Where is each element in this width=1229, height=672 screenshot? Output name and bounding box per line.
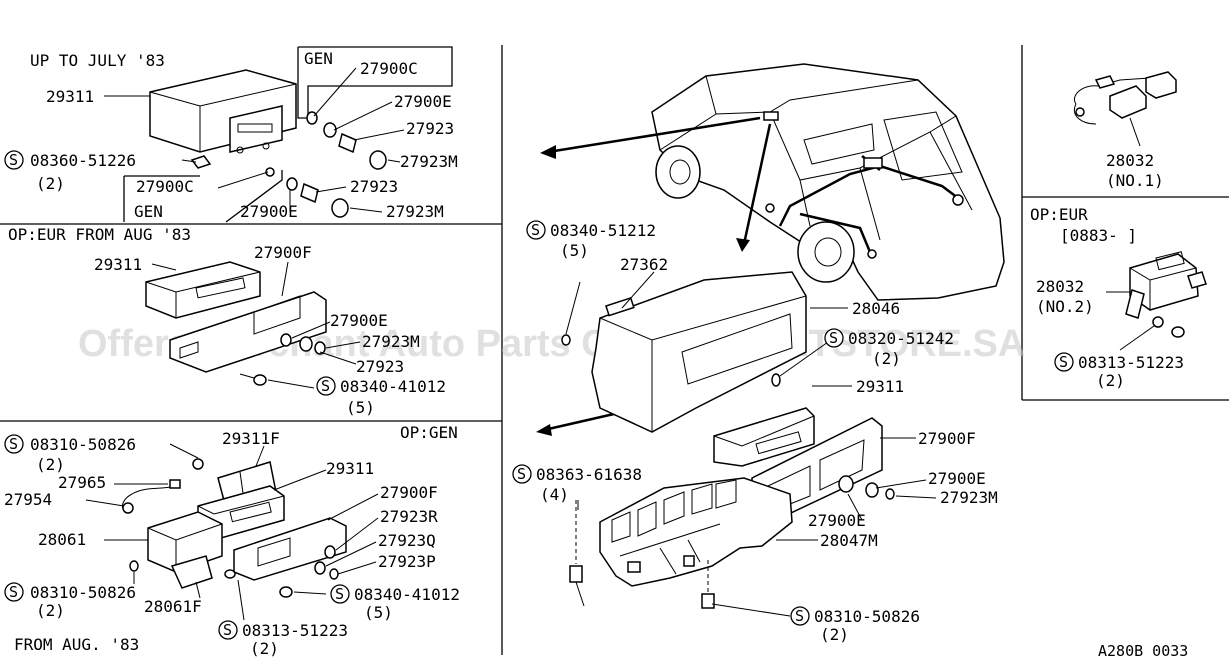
date-range: [0883- ]: [1060, 226, 1137, 245]
part-qty: (5): [346, 398, 375, 417]
part-label: 27900C: [360, 59, 418, 78]
part-label: 27923M: [386, 202, 444, 221]
part-label: 27900E: [240, 202, 298, 221]
part-qty: (2): [820, 625, 849, 644]
panel-title: OP:EUR: [1030, 205, 1088, 224]
part-label: 08340-51212: [550, 221, 656, 240]
panel-title: OP:GEN: [400, 423, 458, 442]
cluster-lid-drawing: [561, 271, 807, 433]
part-label: 27923M: [362, 332, 420, 351]
part-label: 27900E: [330, 311, 388, 330]
dash-support-drawing: [599, 477, 793, 587]
part-label: 08363-61638: [536, 465, 642, 484]
part-label: 08313-51223: [1078, 353, 1184, 372]
panel-title: OP:EUR FROM AUG '83: [8, 225, 191, 244]
leader-lines: [104, 67, 405, 213]
part-qty: (2): [1096, 371, 1125, 390]
gen-lower-label: GEN: [134, 202, 163, 221]
part-label: 27923R: [380, 507, 438, 526]
part-label: 27954: [4, 490, 52, 509]
bolt-spec-symbol: S: [4, 150, 24, 170]
panel-title: UP TO JULY '83: [30, 51, 165, 70]
panel-dividers: [0, 45, 1229, 655]
panel-right-op-eur: OP:EUR [0883- ] S 28032 (NO.2) 08313-512…: [1030, 205, 1207, 390]
screw-drawings: [569, 500, 715, 609]
s-mark: S: [795, 607, 804, 625]
part-label: 27923P: [378, 552, 436, 571]
s-mark: S: [9, 583, 18, 601]
part-label: 28047M: [820, 531, 878, 550]
gen-box-label: GEN: [304, 49, 333, 68]
diagram-code: A280B 0033: [1098, 642, 1188, 660]
s-mark: S: [335, 585, 344, 603]
part-label: 08310-50826: [30, 583, 136, 602]
radio-unit-drawing: [713, 407, 815, 467]
part-label: 08310-50826: [30, 435, 136, 454]
leader-lines: [565, 271, 937, 617]
part-qty: (2): [250, 639, 279, 658]
part-label: 27923: [356, 357, 404, 376]
part-label: 27965: [58, 473, 106, 492]
s-mark: S: [829, 329, 838, 347]
part-label: 28046: [852, 299, 900, 318]
part-label: 28061F: [144, 597, 202, 616]
s-mark: S: [9, 151, 18, 169]
part-qty: (NO.2): [1036, 297, 1094, 316]
part-label: 27362: [620, 255, 668, 274]
part-label: 27900E: [928, 469, 986, 488]
part-label: 29311F: [222, 429, 280, 448]
panel-up-to-july-83: UP TO JULY '83 GEN GEN: [4, 46, 458, 223]
bolt-drawing: [190, 155, 212, 169]
part-label: 08340-41012: [340, 377, 446, 396]
s-mark: S: [531, 221, 540, 239]
part-label: 27900F: [918, 429, 976, 448]
part-label: 08310-50826: [814, 607, 920, 626]
part-label: 27923M: [940, 488, 998, 507]
panel-center-assembly: S S S S 08340-51212 (5) 27362 28046 0832…: [512, 63, 1005, 644]
part-label: 08320-51242: [848, 329, 954, 348]
part-qty: (5): [364, 603, 393, 622]
panel-right-top: 28032 (NO.1): [1074, 71, 1177, 190]
part-label: 27900C: [136, 177, 194, 196]
part-label: 08360-51226: [30, 151, 136, 170]
s-mark: S: [223, 621, 232, 639]
part-label: 27900E: [394, 92, 452, 111]
radio-unit-drawing: [149, 69, 297, 154]
part-label: 27900F: [380, 483, 438, 502]
s-mark: S: [321, 377, 330, 395]
part-label: 28032: [1106, 151, 1154, 170]
part-qty: (5): [560, 241, 589, 260]
part-label: 29311: [326, 459, 374, 478]
vehicle-drawing: [651, 63, 1005, 301]
panel-footer: FROM AUG. '83: [14, 635, 139, 654]
part-label: 29311: [46, 87, 94, 106]
part-label: 27923Q: [378, 531, 436, 550]
part-label: 08340-41012: [354, 585, 460, 604]
part-label: 29311: [94, 255, 142, 274]
part-qty: (4): [540, 485, 569, 504]
part-qty: (2): [36, 174, 65, 193]
s-mark: S: [517, 465, 526, 483]
part-label: 28032: [1036, 277, 1084, 296]
part-label: 27900F: [254, 243, 312, 262]
part-label: 08313-51223: [242, 621, 348, 640]
s-mark: S: [1059, 353, 1068, 371]
part-label: 27923: [406, 119, 454, 138]
part-label: 27923M: [400, 152, 458, 171]
part-label: 27900E: [808, 511, 866, 530]
part-label: 28061: [38, 530, 86, 549]
part-qty: (2): [36, 455, 65, 474]
panel-op-eur-from-aug-83: OP:EUR FROM AUG '83 S 27900F 29311 27900…: [8, 225, 446, 417]
part-qty: (2): [872, 349, 901, 368]
panel-op-gen: OP:GEN FROM AUG. '83: [4, 423, 460, 658]
part-qty: (NO.1): [1106, 171, 1164, 190]
part-label: 27923: [350, 177, 398, 196]
part-label: 29311: [856, 377, 904, 396]
part-qty: (2): [36, 601, 65, 620]
s-mark: S: [9, 435, 18, 453]
